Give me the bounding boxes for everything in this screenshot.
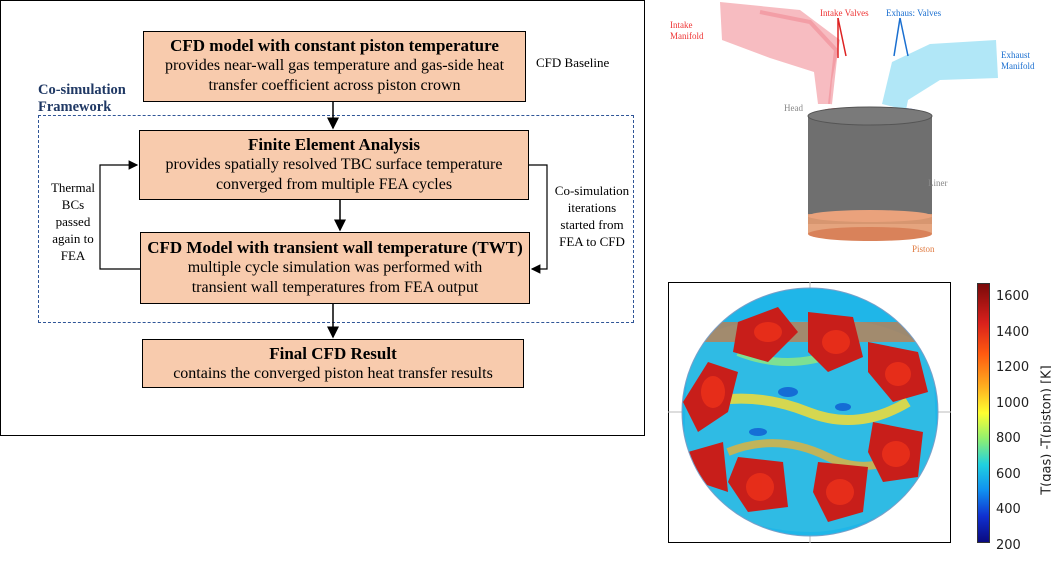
left-note: Thermal BCs passed again to FEA [44,179,102,264]
intake-manifold-shape [720,2,840,104]
colorbar-tick: 400 [996,502,1021,517]
box-fea-line1: provides spatially resolved TBC surface … [165,156,503,173]
intake-manifold-label-line: Manifold [670,31,704,41]
left-note-line: passed [55,214,91,229]
cfd-baseline-label: CFD Baseline [536,55,610,70]
box-final-result-line1: contains the converged piston heat trans… [173,365,493,382]
arrow-left-loop [99,160,140,270]
intake-manifold-label: Intake Manifold [670,20,704,42]
left-note-line: again to [52,231,94,246]
liner-shape [808,116,932,224]
left-note-line: Thermal [50,180,96,195]
framework-label: Co-simulation Framework [38,82,126,116]
piston-label: Piston [912,244,935,254]
right-note: Co-simulation iterations started from FE… [552,182,632,250]
colorbar-tick: 200 [996,538,1021,553]
colorbar [977,283,990,543]
exhaust-valves-label: Exhaus: Valves [886,8,942,18]
left-note-line: FEA [60,248,86,263]
framework-label-line2: Framework [38,99,112,115]
arrow-right-loop [529,164,548,274]
exhaust-manifold-label-line: Exhaust [1001,50,1030,60]
cosimulation-framework-boundary [38,115,634,323]
colorbar-tick: 800 [996,431,1021,446]
colorbar-tick: 1200 [996,360,1030,375]
liner-label: Liner [928,178,948,188]
head-label: Head [784,103,803,113]
box-cfd-twt-line1: multiple cycle simulation was performed … [187,259,483,276]
intake-valves-label: Intake Valves [820,8,869,18]
colorbar-tick: 1400 [996,325,1030,340]
left-note-line: BCs [61,197,85,212]
engine-illustration [720,2,998,241]
exhaust-manifold-shape [882,40,998,110]
contour-plot [668,282,951,543]
flowchart-connectors [99,102,548,339]
colorbar-label: T(gas) -T(piston) [K] [1039,365,1051,495]
box-cfd-baseline-title: CFD model with constant piston temperatu… [170,36,499,55]
box-cfd-twt-title: CFD Model with transient wall temperatur… [147,238,523,257]
box-cfd-baseline-line2: transfer coefficient across piston crown [208,77,461,94]
box-fea-line2: converged from multiple FEA cycles [215,176,453,193]
right-note-line: iterations [567,200,617,215]
flowchart-frame [0,0,645,436]
box-cfd-baseline: CFD model with constant piston temperatu… [143,31,526,102]
intake-manifold-label-line: Intake [670,20,693,30]
exhaust-manifold-label: Exhaust Manifold [1001,50,1035,72]
box-final-result-title: Final CFD Result [269,344,397,363]
framework-label-line1: Co-simulation [38,82,126,98]
box-cfd-twt-line2: transient wall temperatures from FEA out… [191,279,479,296]
colorbar-tick: 600 [996,467,1021,482]
box-fea: Finite Element Analysis provides spatial… [139,130,529,200]
right-note-line: Co-simulation [554,183,630,198]
box-cfd-baseline-line1: provides near-wall gas temperature and g… [164,57,505,74]
box-fea-title: Finite Element Analysis [248,135,420,154]
box-cfd-twt: CFD Model with transient wall temperatur… [140,232,530,304]
right-note-line: FEA to CFD [559,234,625,249]
colorbar-tick: 1600 [996,289,1030,304]
exhaust-manifold-label-line: Manifold [1001,61,1035,71]
colorbar-tick: 1000 [996,396,1030,411]
right-note-line: started from [560,217,624,232]
box-final-result: Final CFD Result contains the converged … [142,339,524,388]
